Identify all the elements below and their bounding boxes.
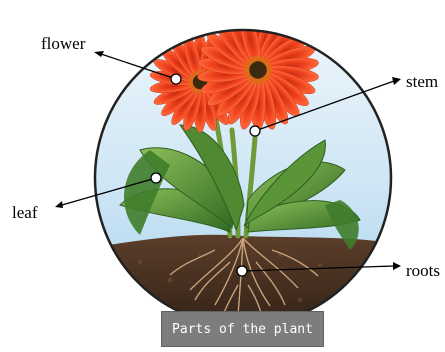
caption-box: Parts of the plant — [161, 311, 324, 347]
flower-dot — [171, 74, 181, 84]
roots-label: roots — [406, 262, 440, 279]
leaf-dot — [151, 173, 161, 183]
roots-dot — [237, 266, 247, 276]
stem-dot — [250, 126, 260, 136]
leaf-arrowhead — [55, 201, 63, 208]
roots-arrowhead — [393, 262, 401, 270]
scene-circle — [90, 9, 400, 340]
stem-label: stem — [406, 73, 438, 90]
caption-text: Parts of the plant — [172, 322, 313, 337]
stem-arrowhead — [392, 77, 401, 85]
flower-arrowhead — [94, 51, 104, 57]
leaf-label: leaf — [12, 204, 37, 221]
flower-center — [249, 61, 266, 78]
flower-label: flower — [41, 35, 85, 52]
